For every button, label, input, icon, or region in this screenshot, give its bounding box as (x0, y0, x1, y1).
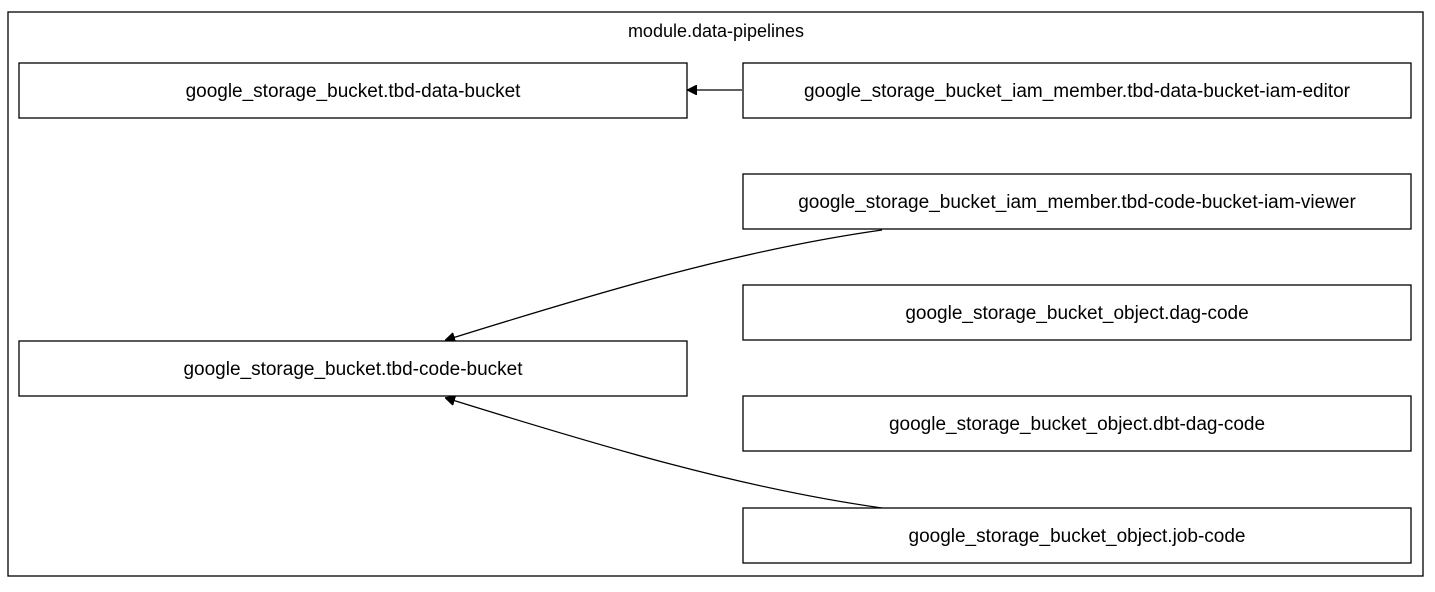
node-label: google_storage_bucket.tbd-code-bucket (183, 359, 523, 380)
node-job-code[interactable]: google_storage_bucket_object.job-code (742, 507, 1412, 564)
node-data-bucket[interactable]: google_storage_bucket.tbd-data-bucket (18, 62, 688, 119)
node-label: google_storage_bucket_iam_member.tbd-dat… (804, 81, 1351, 102)
node-dbt-dag-code[interactable]: google_storage_bucket_object.dbt-dag-cod… (742, 395, 1412, 452)
edge-job-code-to-code-bucket (446, 398, 883, 509)
node-label: google_storage_bucket_object.dag-code (905, 303, 1248, 324)
node-label: google_storage_bucket_iam_member.tbd-cod… (798, 192, 1356, 213)
node-code-bucket[interactable]: google_storage_bucket.tbd-code-bucket (18, 340, 688, 397)
node-code-bucket-iam-viewer[interactable]: google_storage_bucket_iam_member.tbd-cod… (742, 173, 1412, 230)
node-dag-code[interactable]: google_storage_bucket_object.dag-code (742, 284, 1412, 341)
edges (446, 90, 883, 509)
node-label: google_storage_bucket.tbd-data-bucket (186, 81, 522, 102)
cluster-label: module.data-pipelines (628, 21, 804, 41)
node-label: google_storage_bucket_object.dbt-dag-cod… (889, 414, 1265, 435)
node-label: google_storage_bucket_object.job-code (909, 526, 1246, 547)
edge-code-bucket-iam-viewer-to-code-bucket (446, 229, 883, 340)
node-data-bucket-iam-editor[interactable]: google_storage_bucket_iam_member.tbd-dat… (742, 62, 1412, 119)
